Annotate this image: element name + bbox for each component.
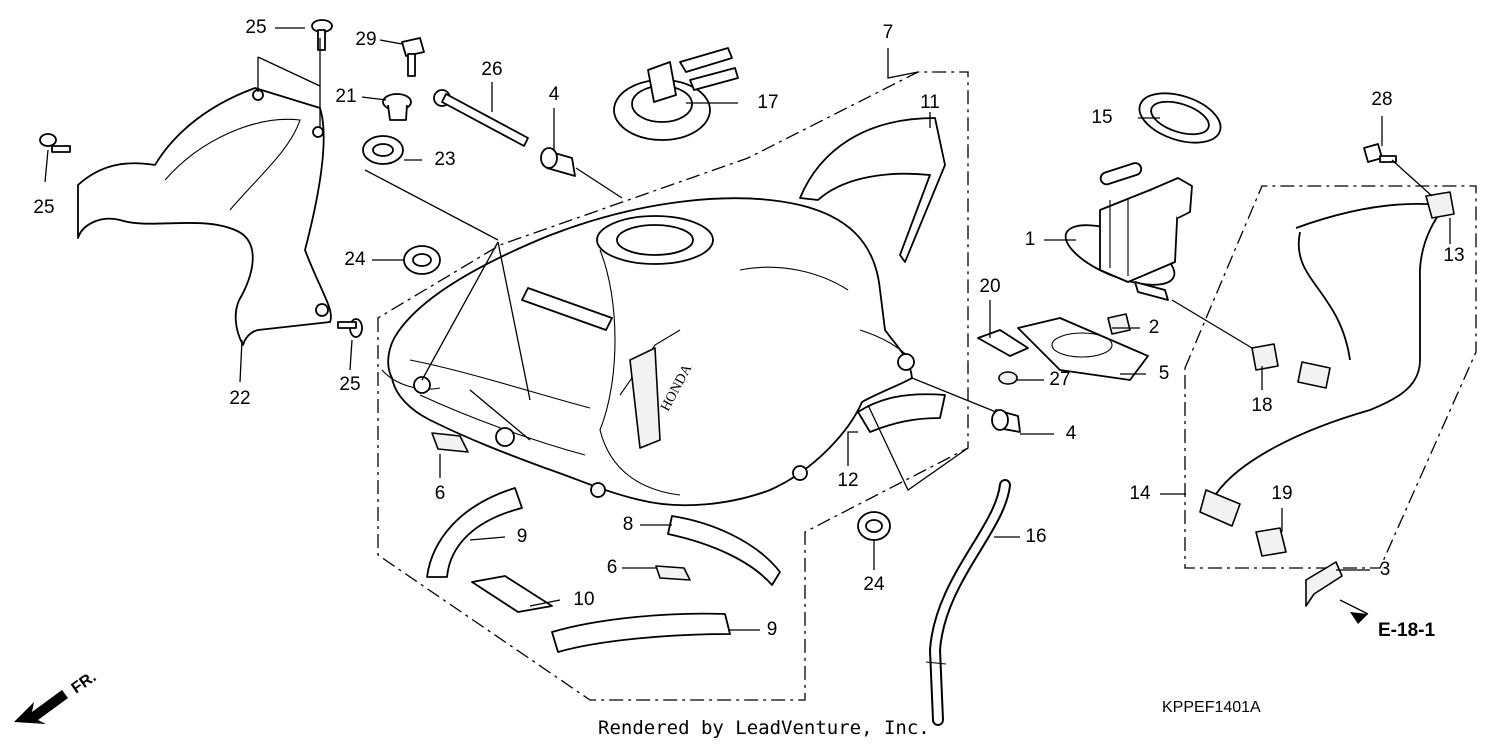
callout-13: 13 bbox=[1443, 245, 1464, 266]
collar-4-lower[interactable] bbox=[991, 409, 1021, 433]
callout-15: 15 bbox=[1091, 107, 1112, 128]
callout-11: 11 bbox=[920, 92, 940, 113]
diagram-code: KPPEF1401A bbox=[1162, 699, 1261, 716]
wire-harness-14[interactable] bbox=[1199, 202, 1449, 527]
callout-labels: 25 29 26 21 4 17 7 11 15 28 25 23 1 13 2… bbox=[33, 17, 1464, 640]
callout-3: 3 bbox=[1380, 559, 1391, 580]
clip-3[interactable] bbox=[1305, 561, 1343, 607]
bolt-25-left[interactable] bbox=[39, 133, 71, 153]
gasket-15[interactable] bbox=[1133, 84, 1226, 152]
bolt-26[interactable] bbox=[433, 89, 529, 147]
drain-hose-16[interactable] bbox=[925, 479, 1011, 726]
clip-6-upper[interactable] bbox=[431, 432, 469, 453]
callout-29: 29 bbox=[355, 29, 376, 50]
plate-5[interactable] bbox=[1017, 317, 1149, 381]
callout-14: 14 bbox=[1129, 483, 1151, 504]
callout-23: 23 bbox=[434, 149, 455, 170]
callout-1: 1 bbox=[1025, 229, 1036, 250]
fuel-cap-17[interactable] bbox=[613, 47, 739, 141]
callout-26: 26 bbox=[481, 59, 502, 80]
bolt-28[interactable] bbox=[1363, 143, 1397, 163]
callout-22: 22 bbox=[229, 388, 250, 409]
clip-6-lower[interactable] bbox=[655, 565, 691, 581]
trim-11[interactable] bbox=[799, 117, 946, 263]
side-cover-22[interactable] bbox=[77, 87, 332, 346]
callout-4-upper: 4 bbox=[549, 84, 560, 105]
bolt-25-right[interactable] bbox=[337, 318, 363, 338]
callout-8: 8 bbox=[623, 514, 634, 535]
pad-10[interactable] bbox=[471, 575, 553, 613]
callout-20: 20 bbox=[979, 276, 1000, 297]
callout-24-upper: 24 bbox=[344, 249, 366, 270]
callout-12: 12 bbox=[837, 470, 858, 491]
reference-arrow bbox=[1350, 612, 1368, 624]
trim-12[interactable] bbox=[857, 393, 946, 433]
callout-27: 27 bbox=[1049, 369, 1070, 390]
collar-4-upper[interactable] bbox=[540, 147, 576, 177]
credit-text: Rendered by LeadVenture, Inc. bbox=[598, 717, 930, 739]
fuel-pump[interactable] bbox=[1058, 161, 1193, 301]
bolt-29[interactable] bbox=[401, 37, 425, 77]
grommet-24-upper[interactable] bbox=[403, 245, 441, 275]
callout-21: 21 bbox=[335, 86, 356, 107]
connector-18[interactable] bbox=[1251, 343, 1279, 371]
callout-28: 28 bbox=[1371, 89, 1392, 110]
callout-5: 5 bbox=[1159, 363, 1170, 384]
callout-25-left: 25 bbox=[33, 197, 54, 218]
callout-9-bottom: 9 bbox=[767, 619, 778, 640]
pad-8[interactable] bbox=[667, 515, 781, 586]
clamp-13[interactable] bbox=[1425, 191, 1455, 219]
callout-10: 10 bbox=[573, 589, 594, 610]
callout-7: 7 bbox=[883, 22, 894, 43]
grommet-24-lower[interactable] bbox=[857, 511, 891, 541]
callout-9-left: 9 bbox=[517, 526, 528, 547]
callout-18: 18 bbox=[1251, 395, 1272, 416]
front-direction-arrow bbox=[14, 690, 68, 724]
callout-6-upper: 6 bbox=[435, 483, 446, 504]
callout-24-lower: 24 bbox=[863, 574, 885, 595]
reference-label: E-18-1 bbox=[1378, 620, 1435, 641]
fuel-tank[interactable]: HONDA bbox=[381, 197, 915, 507]
clip-2[interactable] bbox=[1107, 313, 1131, 335]
callout-25-top: 25 bbox=[245, 17, 266, 38]
bushing-21[interactable] bbox=[382, 93, 412, 121]
pad-9-left[interactable] bbox=[426, 487, 523, 578]
callout-6-lower: 6 bbox=[607, 557, 618, 578]
callout-25-right: 25 bbox=[339, 374, 360, 395]
callout-2: 2 bbox=[1149, 317, 1160, 338]
leader-lines bbox=[44, 27, 1451, 631]
connector-19[interactable] bbox=[1255, 527, 1287, 557]
pad-9-bottom[interactable] bbox=[551, 612, 731, 653]
nut-27[interactable] bbox=[998, 371, 1018, 385]
callout-16: 16 bbox=[1025, 526, 1046, 547]
bracket-20[interactable] bbox=[977, 329, 1029, 357]
fr-label: FR. bbox=[69, 669, 100, 698]
callout-17: 17 bbox=[757, 92, 778, 113]
bolt-25-top[interactable] bbox=[311, 19, 333, 51]
callout-4-lower: 4 bbox=[1066, 423, 1077, 444]
grommet-23[interactable] bbox=[362, 135, 404, 165]
callout-19: 19 bbox=[1271, 483, 1292, 504]
